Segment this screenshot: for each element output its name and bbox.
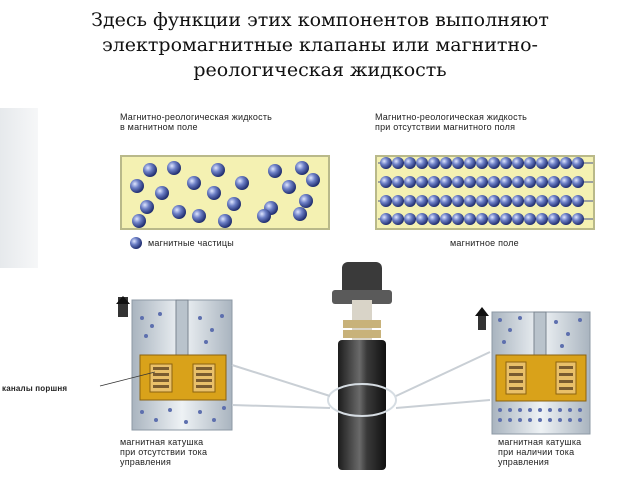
caption-mrf-no-field: Магнитно-реологическая жидкость при отсу… [375, 112, 528, 132]
damper-section-coil-on [475, 307, 591, 435]
caption-coil-on: магнитная катушка при наличии тока управ… [498, 437, 582, 467]
caption-magnetic-field: магнитное поле [450, 238, 519, 248]
caption-piston-channels: каналы поршня [2, 384, 68, 393]
page-title: Здесь функции этих компонентов выполняют… [0, 8, 640, 83]
title-line-3: реологическая жидкость [193, 59, 447, 81]
title-line-2: электромагнитные клапаны или магнитно- [102, 34, 538, 56]
damper-section-coil-off [99, 296, 233, 431]
shock-absorber-image [231, 262, 491, 470]
caption-mrf-in-field: Магнитно-реологическая жидкость в магнит… [120, 112, 273, 132]
caption-magnetic-particles: магнитные частицы [148, 238, 234, 248]
legend-particle-icon [130, 237, 142, 249]
random-particles [130, 161, 320, 228]
aligned-particle-chains [378, 157, 593, 225]
left-edge-strip [0, 108, 38, 268]
caption-coil-off: магнитная катушка при отсутствии тока уп… [120, 437, 208, 467]
title-line-1: Здесь функции этих компонентов выполняют [91, 9, 549, 31]
